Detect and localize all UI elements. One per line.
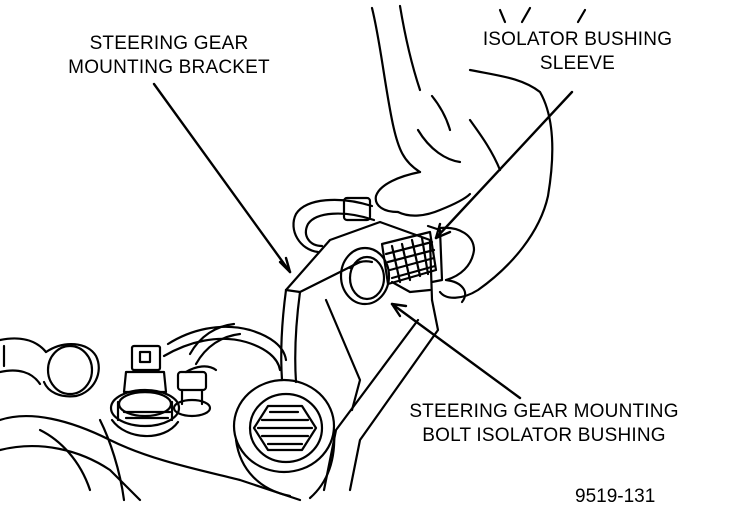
hydraulic-lines — [162, 322, 288, 418]
figure-number: 9519-131 — [575, 486, 656, 506]
bolt-isolator-bushing — [339, 246, 391, 306]
label-bracket-line2: MOUNTING BRACKET — [68, 57, 270, 78]
steering-gear-housing — [0, 337, 302, 502]
hose-loop — [292, 196, 376, 254]
label-sleeve-line2: SLEEVE — [539, 53, 616, 74]
label-steering-gear-mounting-bracket: STEERING GEAR MOUNTING BRACKET — [64, 32, 274, 80]
isolator-bushing-sleeve — [380, 224, 444, 294]
leader-bracket — [152, 82, 292, 274]
leader-bushing — [390, 302, 522, 400]
leader-lines — [152, 82, 574, 400]
mounting-bracket — [280, 220, 440, 492]
label-isolator-bushing-sleeve: ISOLATOR BUSHING SLEEVE — [470, 28, 685, 76]
leader-sleeve — [434, 90, 574, 240]
hand-drawing — [370, 4, 587, 304]
mounting-bolt-boss — [232, 378, 336, 500]
label-bolt-isolator-bushing: STEERING GEAR MOUNTING BOLT ISOLATOR BUS… — [388, 400, 700, 448]
label-bushing-line2: BOLT ISOLATOR BUSHING — [422, 425, 666, 446]
label-bushing-line1: STEERING GEAR MOUNTING — [409, 401, 679, 422]
label-sleeve-line1: ISOLATOR BUSHING — [482, 29, 673, 50]
valve-fitting — [109, 344, 181, 438]
label-bracket-line1: STEERING GEAR — [89, 33, 249, 54]
